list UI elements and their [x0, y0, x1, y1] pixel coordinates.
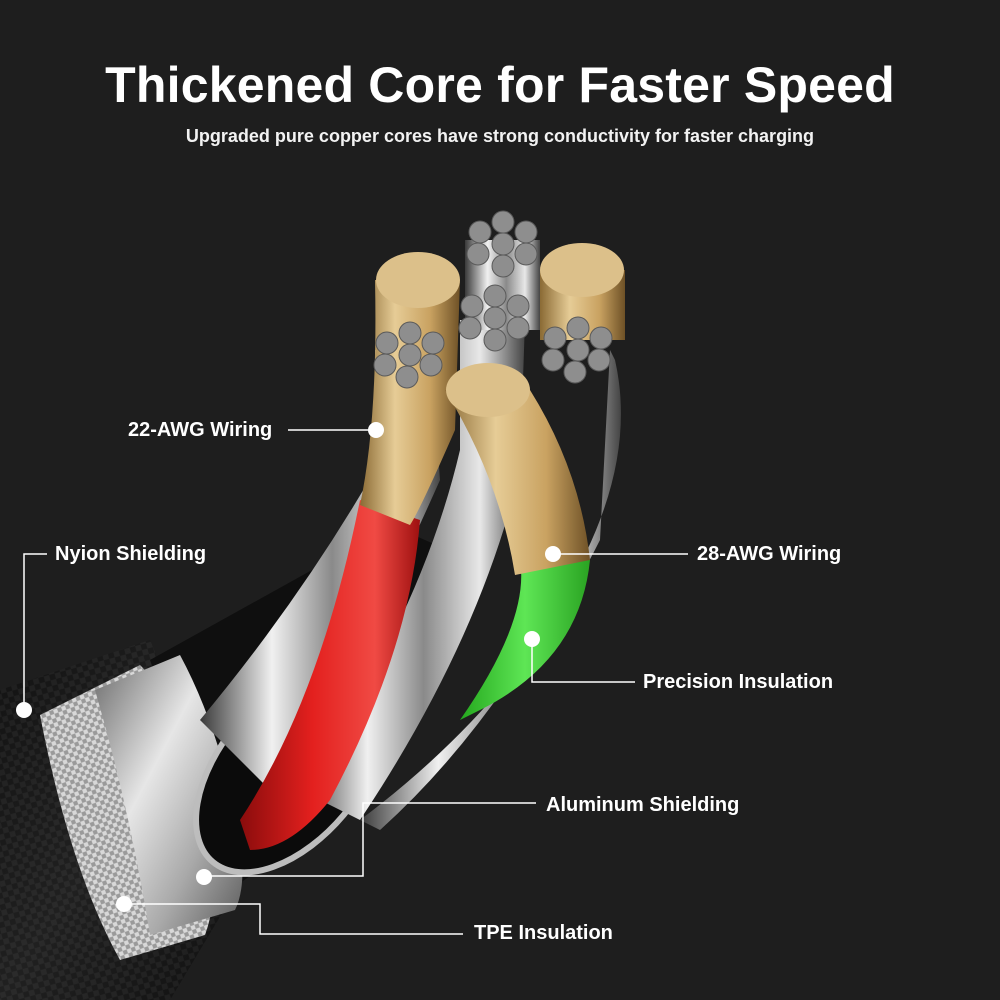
callout-label-tpe-insulation: TPE Insulation [474, 922, 613, 944]
red-insulation [240, 500, 420, 850]
callout-label-28awg: 28-AWG Wiring [697, 543, 842, 565]
callout-label-22awg: 22-AWG Wiring [128, 419, 273, 441]
callout-label-precision-insulation: Precision Insulation [643, 671, 834, 693]
silver-strands-center [300, 320, 525, 820]
page-subtitle: Upgraded pure copper cores have strong c… [185, 126, 815, 146]
copper-core-front-face [446, 363, 530, 417]
callout-label-aluminum-shielding: Aluminum Shielding [546, 794, 740, 816]
copper-core-front [445, 390, 590, 575]
copper-core-left-face [376, 252, 460, 308]
callout-label-nylon-shielding: Nyion Shielding [55, 543, 207, 565]
strand-ends [373, 210, 613, 389]
page-title: Thickened Core for Faster Speed [105, 57, 895, 113]
copper-core-left [360, 280, 460, 525]
copper-core-right-face [540, 243, 624, 297]
